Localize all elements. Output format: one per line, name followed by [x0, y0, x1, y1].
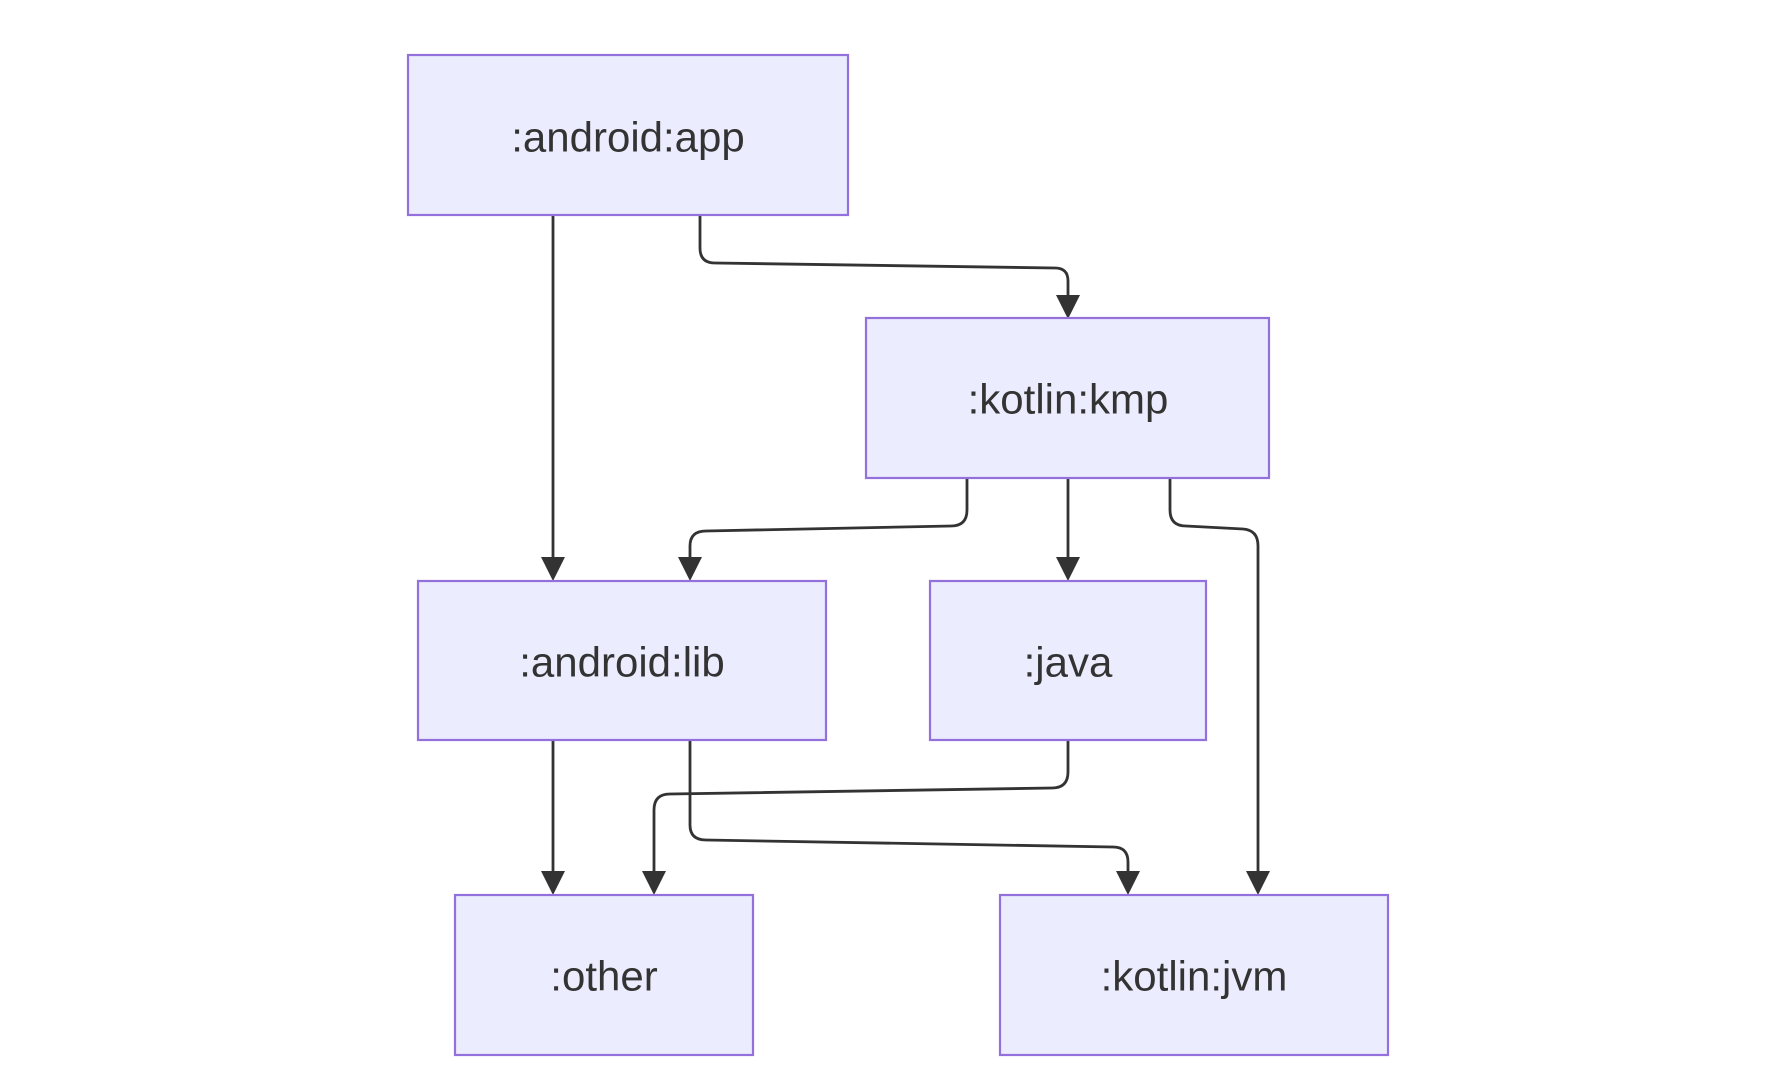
- node-label-other: :other: [550, 953, 657, 1000]
- edge-android-lib-to-kotlin-jvm: [688, 740, 1140, 895]
- edge-android-app-to-kotlin-kmp: [698, 215, 1080, 319]
- node-label-kotlin-kmp: :kotlin:kmp: [968, 376, 1169, 423]
- node-label-android-lib: :android:lib: [519, 639, 724, 686]
- node-kotlin-kmp[interactable]: :kotlin:kmp: [864, 316, 1271, 480]
- node-kotlin-jvm[interactable]: :kotlin:jvm: [998, 893, 1390, 1057]
- edge-kotlin-kmp-to-kotlin-jvm: [1168, 478, 1270, 895]
- node-android-app[interactable]: :android:app: [406, 53, 850, 217]
- edge-kotlin-kmp-to-java: [1056, 478, 1080, 581]
- node-label-java: :java: [1024, 639, 1113, 686]
- nodes: :android:app :kotlin:kmp :android:lib :j…: [406, 53, 1390, 1057]
- node-label-kotlin-jvm: :kotlin:jvm: [1101, 953, 1288, 1000]
- edge-java-to-other: [642, 740, 1070, 895]
- edges: [541, 215, 1270, 895]
- edge-android-app-to-android-lib: [541, 215, 565, 581]
- edge-android-lib-to-other: [541, 740, 565, 895]
- node-java[interactable]: :java: [928, 579, 1208, 742]
- edge-kotlin-kmp-to-android-lib: [678, 478, 969, 581]
- node-other[interactable]: :other: [453, 893, 755, 1057]
- node-label-android-app: :android:app: [511, 114, 745, 161]
- node-android-lib[interactable]: :android:lib: [416, 579, 828, 742]
